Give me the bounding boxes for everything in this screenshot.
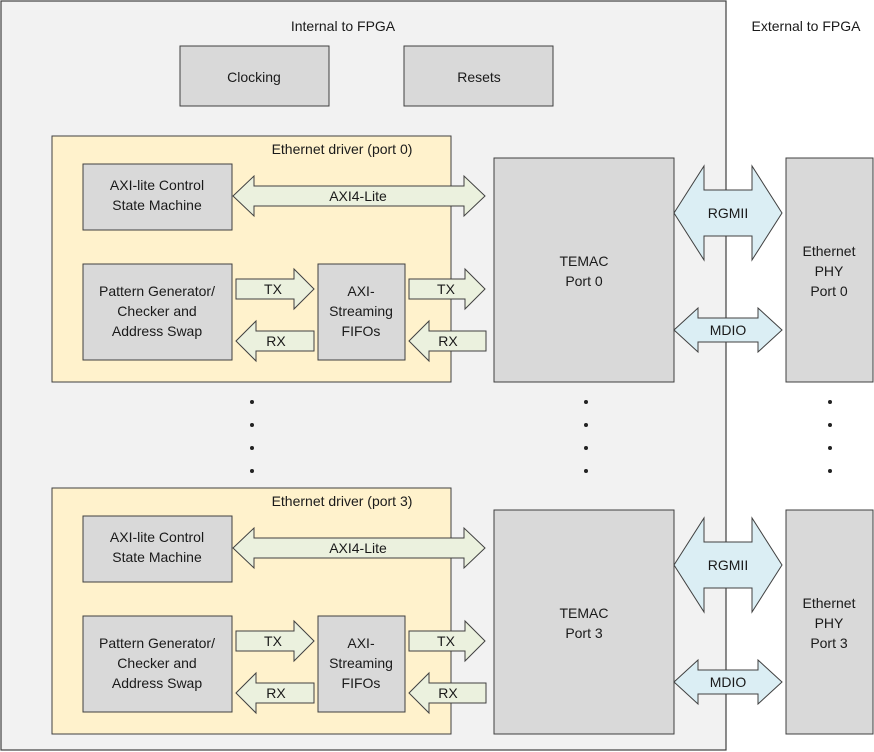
port-3-group: Ethernet driver (port 3) AXI-lite Contro… xyxy=(51,487,874,735)
tx-arrow-outer xyxy=(408,619,486,663)
phy-line2: PHY xyxy=(815,615,844,631)
fifo-line2: Streaming xyxy=(329,655,393,671)
phy-block xyxy=(785,157,874,383)
mdio-label: MDIO xyxy=(710,322,747,338)
mdio-arrow xyxy=(673,658,783,706)
temac-line2: Port 3 xyxy=(565,625,603,641)
axi-control-line2: State Machine xyxy=(112,197,202,213)
pattern-line1: Pattern Generator/ xyxy=(99,635,215,651)
rgmii-label: RGMII xyxy=(708,557,748,573)
clocking-block xyxy=(179,45,330,107)
axi-control-block xyxy=(82,163,233,231)
fifo-block xyxy=(317,615,406,713)
temac-line1: TEMAC xyxy=(560,253,609,269)
fifo-block xyxy=(317,263,406,361)
pattern-generator-block xyxy=(82,263,233,361)
axi-control-line1: AXI-lite Control xyxy=(110,529,204,545)
fifo-line2: Streaming xyxy=(329,303,393,319)
mdio-arrow xyxy=(673,306,783,354)
tx-inner-label: TX xyxy=(264,281,283,297)
rx-arrow-outer xyxy=(408,319,487,363)
pattern-line2: Checker and xyxy=(117,655,196,671)
tx-inner-label: TX xyxy=(264,633,283,649)
temac-block xyxy=(493,509,675,735)
rgmii-label: RGMII xyxy=(708,205,748,221)
axi-control-line2: State Machine xyxy=(112,549,202,565)
phy-block xyxy=(785,509,874,735)
internal-header: Internal to FPGA xyxy=(291,18,396,34)
temac-block xyxy=(493,157,675,383)
pattern-line1: Pattern Generator/ xyxy=(99,283,215,299)
pattern-generator-block xyxy=(82,615,233,713)
external-header: External to FPGA xyxy=(752,18,862,34)
tx-arrow-inner xyxy=(235,267,315,311)
axi-control-block xyxy=(82,515,233,583)
rx-arrow-inner xyxy=(235,319,315,363)
temac-line1: TEMAC xyxy=(560,605,609,621)
pattern-line2: Checker and xyxy=(117,303,196,319)
rgmii-arrow xyxy=(673,516,783,614)
fifo-line3: FIFOs xyxy=(342,323,381,339)
axi-lite-arrow xyxy=(232,526,486,570)
tx-outer-label: TX xyxy=(437,633,456,649)
pattern-line3: Address Swap xyxy=(112,323,202,339)
mdio-label: MDIO xyxy=(710,674,747,690)
clocking-label: Clocking xyxy=(227,69,281,85)
rx-arrow-outer xyxy=(408,671,487,715)
rx-outer-label: RX xyxy=(438,333,458,349)
temac-line2: Port 0 xyxy=(565,273,603,289)
tx-arrow-outer xyxy=(408,267,486,311)
phy-line3: Port 3 xyxy=(810,635,848,651)
fifo-line3: FIFOs xyxy=(342,675,381,691)
ellipsis-driver xyxy=(250,400,254,473)
rx-outer-label: RX xyxy=(438,685,458,701)
phy-line3: Port 0 xyxy=(810,283,848,299)
driver-title: Ethernet driver (port 0) xyxy=(272,141,413,157)
phy-line2: PHY xyxy=(815,263,844,279)
phy-line1: Ethernet xyxy=(803,243,856,259)
resets-label: Resets xyxy=(457,69,501,85)
axi-lite-arrow xyxy=(232,174,486,218)
rgmii-arrow xyxy=(673,164,783,262)
port-0-group: Ethernet driver (port 0) AXI-lite Contro… xyxy=(51,135,874,383)
pattern-line3: Address Swap xyxy=(112,675,202,691)
tx-arrow-inner xyxy=(235,619,315,663)
ellipsis-phy xyxy=(828,400,832,473)
rx-arrow-inner xyxy=(235,671,315,715)
rx-inner-label: RX xyxy=(266,685,286,701)
tx-outer-label: TX xyxy=(437,281,456,297)
rx-inner-label: RX xyxy=(266,333,286,349)
phy-line1: Ethernet xyxy=(803,595,856,611)
fifo-line1: AXI- xyxy=(347,635,375,651)
axi-lite-label: AXI4-Lite xyxy=(329,540,387,556)
resets-block xyxy=(403,45,554,107)
axi-lite-label: AXI4-Lite xyxy=(329,188,387,204)
axi-control-line1: AXI-lite Control xyxy=(110,177,204,193)
ellipsis-temac xyxy=(584,400,588,473)
driver-title: Ethernet driver (port 3) xyxy=(272,493,413,509)
fifo-line1: AXI- xyxy=(347,283,375,299)
